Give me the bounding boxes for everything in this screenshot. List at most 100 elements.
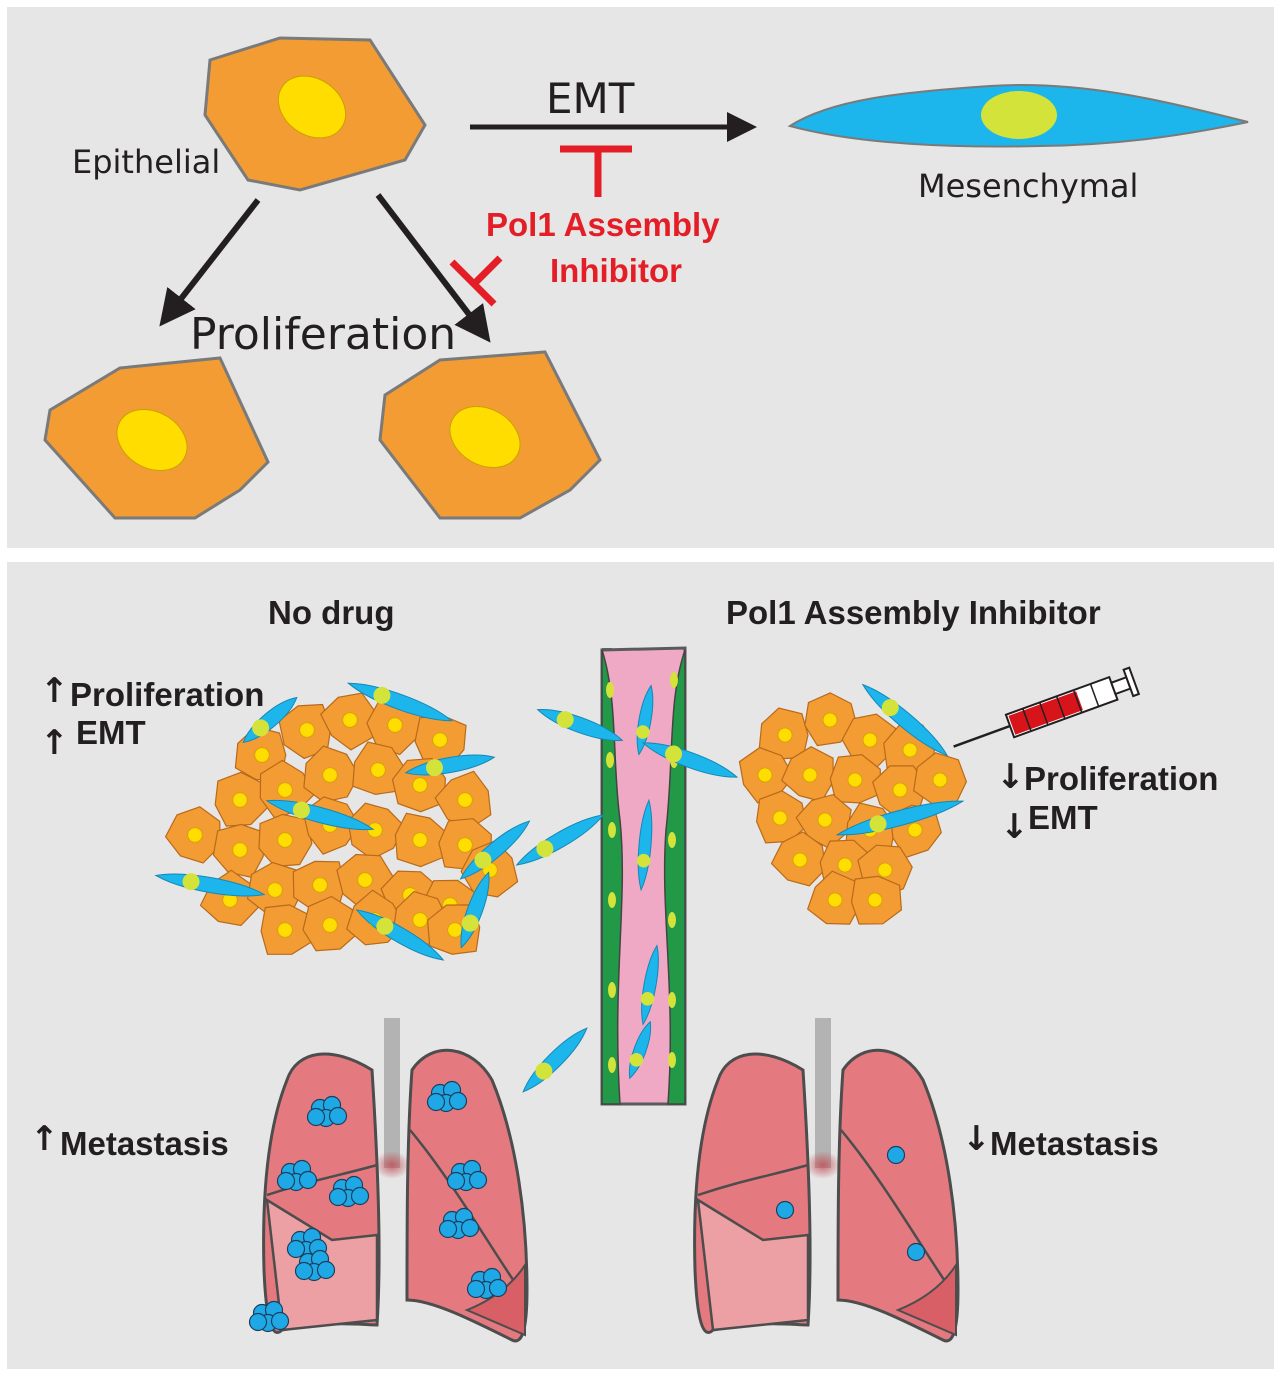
nucleus [232,792,248,808]
mesenchymal-cell [404,754,496,777]
nucleus [535,1062,553,1080]
migrating-mesenchymal-cells [154,682,965,1093]
mesenchymal-cell [459,820,531,880]
down-arrow-icon: ↓ [996,757,1025,797]
trachea [384,1018,400,1168]
nucleus [536,840,554,858]
epithelial-label: Epithelial [72,143,221,181]
nucleus [822,712,838,728]
nucleus [447,922,463,938]
metastasis-nodule [468,1170,488,1190]
nucleus [449,406,521,468]
nucleus [792,852,808,868]
nucleus [902,742,918,758]
left-effect-proliferation: Proliferation [70,676,265,713]
nucleus [370,762,386,778]
metastasis-nodule [328,1187,348,1207]
lung-fissure [697,1163,809,1197]
nucleus [182,873,200,891]
mesenchymal-cell [640,944,659,1026]
nucleus [277,832,293,848]
nucleus [116,409,188,471]
nucleus [869,815,887,833]
metastasis-nodule [775,1200,795,1220]
nucleus [772,810,788,826]
mesenchymal-cell [515,814,605,866]
mesenchymal-cell [835,800,965,836]
nucleus [837,857,853,873]
nucleus [932,772,948,788]
mesenchymal-cell [641,742,739,778]
metastasis-nodule [886,1145,906,1165]
circulating-cells [628,684,659,1080]
nucleus [665,745,683,763]
metastasis-nodule [448,1091,468,1111]
nucleus [877,862,893,878]
vessel-wall-nuclei [606,672,678,1073]
nucleus [474,851,492,869]
nucleus [322,767,338,783]
metastasis-nodule [438,1219,458,1239]
nucleus [881,699,899,717]
nucleus [277,922,293,938]
nucleus [387,717,403,733]
nucleus [373,686,391,704]
metastasis-nodule [316,1260,336,1280]
nucleus [847,772,863,788]
nucleus [425,759,443,777]
lung-lobe [696,1197,810,1332]
metastasis-nodule [294,1261,314,1281]
nucleus [817,812,833,828]
vessel-nucleus [606,682,614,698]
right-effect-proliferation: Proliferation [1024,760,1219,797]
nucleus [312,877,328,893]
left-effect-emt: EMT [76,714,146,751]
nucleus [636,725,650,739]
tumor-no-drug [164,692,519,955]
lung-fissure [266,1163,378,1197]
nucleus [367,822,383,838]
daughter-cell-left [43,356,270,520]
nucleus [907,822,923,838]
inhibitor-title: Pol1 Assembly Inhibitor [726,594,1101,631]
mesenchymal-cell [265,799,375,831]
nucleus [867,892,883,908]
vessel-nucleus [608,982,616,998]
nucleus [299,722,315,738]
nucleus [461,914,479,932]
nucleus [376,917,394,935]
up-arrow-icon: ↑ [40,723,69,763]
lung-lobe [895,1261,957,1337]
nucleus [277,75,347,139]
up-arrow-icon: ↑ [30,1119,59,1159]
bronchi-shading [805,1151,841,1179]
nucleus [412,777,428,793]
syringe-icon [953,666,1141,748]
nucleus [432,732,448,748]
nucleus [757,767,773,783]
nucleus [322,917,338,933]
nucleus [254,747,270,763]
no-drug-title: No drug [268,594,395,631]
nucleus [981,91,1057,139]
nucleus [802,767,818,783]
bronchi-shading [374,1151,410,1179]
nucleus [892,782,908,798]
vessel-nucleus [606,752,614,768]
mesenchymal-cell [536,709,624,741]
metastasis-nodule [488,1278,508,1298]
metastasis-nodule [328,1106,348,1126]
left-metastasis: Metastasis [60,1125,229,1162]
inhibition-bar-proliferation [449,255,503,307]
inhibitor-label-line1: Pol1 Assembly [486,206,720,243]
lung-fissure [840,1129,953,1291]
daughter-cell-right [378,350,602,520]
metastasis-nodule [466,1279,486,1299]
vessel-nucleus [670,672,678,688]
proliferation-label: Proliferation [190,309,457,360]
nucleus [636,853,651,868]
metastasis-nodule [248,1312,268,1332]
mesenchymal-cell [460,871,490,949]
right-metastasis: Metastasis [990,1125,1159,1162]
